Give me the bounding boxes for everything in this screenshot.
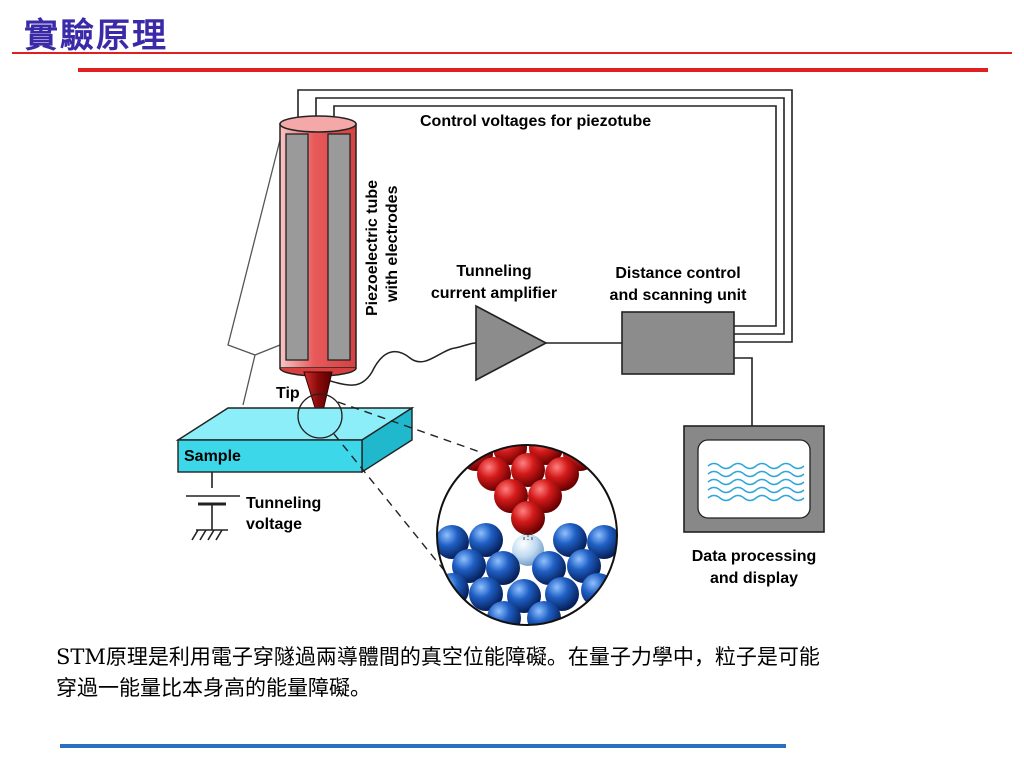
display-wire (734, 357, 753, 426)
voltage-label-line1: Tunneling (246, 495, 321, 512)
piezo-label-line1: Piezoelectric tube (364, 180, 381, 316)
voltage-source (186, 472, 240, 541)
tube-holder (227, 139, 281, 406)
amplifier-symbol (475, 304, 548, 382)
piezo-tube (279, 115, 357, 377)
tunneling-lines (523, 532, 533, 540)
control-voltages-label: Control voltages for piezotube (420, 113, 651, 130)
bottom-rule (60, 744, 786, 748)
distance-label-line1: Distance control (615, 265, 740, 282)
piezo-label-line2: with electrodes (384, 185, 401, 303)
body-text: STM原理是利用電子穿隧過兩導體間的真空位能障礙。在量子力學中，粒子是可能 穿過… (56, 642, 976, 704)
amplifier-label-line2: current amplifier (431, 285, 557, 302)
slide-title: 實驗原理 (24, 16, 168, 56)
display-label-line1: Data processing (692, 548, 816, 565)
display-monitor (683, 425, 825, 533)
display-label-line2: and display (710, 570, 798, 587)
sample-block (175, 406, 415, 474)
tip-signal-wire (319, 342, 477, 386)
sample-label: Sample (184, 448, 241, 465)
voltage-label-line2: voltage (246, 516, 302, 533)
body-line-2: 穿過一能量比本身高的能量障礙。 (56, 676, 371, 700)
stm-tip (303, 371, 333, 426)
tip-zoom-marker (297, 393, 343, 439)
distance-label-line2: and scanning unit (610, 287, 748, 304)
distance-control-unit (621, 311, 735, 375)
title-underline-thick (78, 68, 988, 72)
atomic-zoom-view (436, 444, 618, 626)
tip-label: Tip (276, 385, 300, 402)
amplifier-label-line1: Tunneling (456, 263, 531, 280)
control-wires (297, 89, 793, 343)
body-line-1: STM原理是利用電子穿隧過兩導體間的真空位能障礙。在量子力學中，粒子是可能 (56, 645, 820, 669)
stm-diagram: Control voltages for piezotube Piezoelec… (175, 89, 825, 626)
title-underline-thin (12, 52, 1012, 54)
